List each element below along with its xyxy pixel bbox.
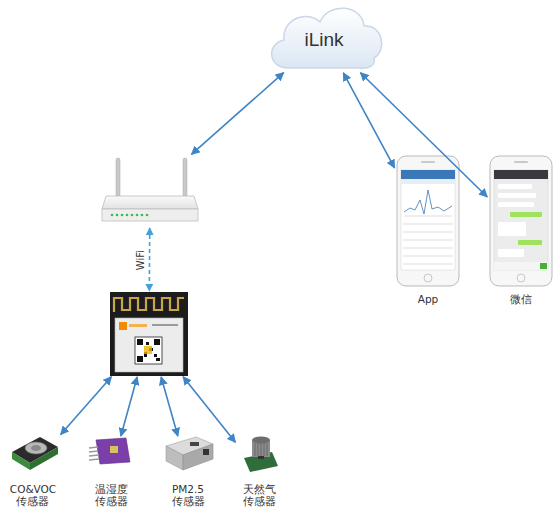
node-caption: 微信 bbox=[510, 293, 532, 305]
router-node bbox=[100, 155, 200, 227]
arrow-connector bbox=[61, 377, 112, 435]
phone-node: App bbox=[395, 155, 461, 305]
node-caption: 天然气 传感器 bbox=[243, 483, 276, 507]
node-caption: 温湿度 传感器 bbox=[95, 483, 128, 507]
sensor-node: 天然气 传感器 bbox=[236, 437, 282, 507]
router-illustration bbox=[102, 158, 198, 221]
pm25-sensor bbox=[166, 437, 213, 470]
gas-sensor bbox=[244, 437, 278, 473]
node-caption: App bbox=[418, 293, 439, 305]
arrow-connector bbox=[161, 377, 178, 436]
sensor-node: PM2.5 传感器 bbox=[160, 437, 216, 507]
node-caption: PM2.5 传感器 bbox=[172, 483, 205, 507]
arrow-connector bbox=[183, 377, 235, 443]
arrow-connector bbox=[343, 73, 394, 168]
cloud-label: iLink bbox=[304, 23, 343, 51]
arrow-connector bbox=[360, 73, 487, 197]
arrow-connector bbox=[149, 228, 151, 291]
cloud-node: iLink bbox=[266, 2, 382, 72]
wifi-module bbox=[110, 292, 188, 376]
link-label: WiFi bbox=[134, 249, 145, 269]
humidity-sensor bbox=[89, 438, 130, 464]
arrow-connector bbox=[191, 73, 283, 155]
cloud-shape bbox=[272, 8, 382, 68]
co-voc-sensor bbox=[12, 437, 58, 470]
sensor-node: CO&VOC 传感器 bbox=[6, 425, 60, 507]
app-phone bbox=[397, 156, 459, 286]
arrow-connector bbox=[121, 377, 137, 436]
wechat-phone bbox=[490, 156, 552, 286]
module-node bbox=[110, 292, 188, 376]
sensor-node: 温湿度 传感器 bbox=[86, 437, 136, 507]
node-caption: CO&VOC 传感器 bbox=[10, 483, 56, 507]
phone-node: 微信 bbox=[488, 155, 554, 305]
